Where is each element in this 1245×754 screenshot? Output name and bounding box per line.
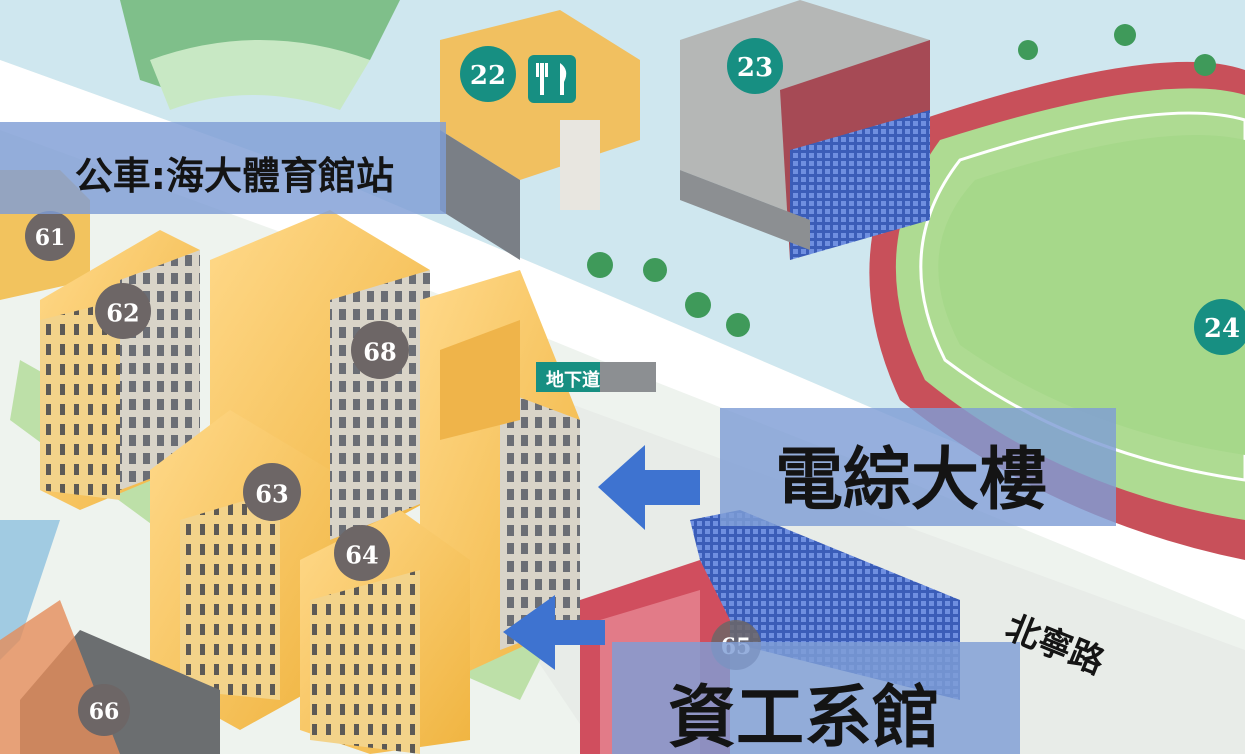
svg-text:62: 62: [106, 299, 139, 328]
svg-text:61: 61: [35, 225, 66, 251]
ee-building-label-box: [720, 408, 1116, 526]
marker-66[interactable]: 66: [78, 684, 130, 736]
marker-64[interactable]: 64: [334, 525, 390, 581]
svg-text:24: 24: [1204, 314, 1240, 344]
arrow-icon: [598, 445, 700, 530]
cs-building-label: 資工系館: [668, 679, 941, 754]
underpass-label: 地下道: [546, 370, 600, 391]
arrow-icon: [503, 595, 605, 670]
trees: [587, 24, 1216, 337]
left-overlay: [0, 520, 60, 660]
svg-text:68: 68: [363, 338, 396, 367]
bus-stop-label-box: [0, 122, 446, 214]
svg-text:64: 64: [345, 541, 378, 570]
marker-62[interactable]: 62: [95, 283, 151, 339]
stadium-stand: [150, 40, 370, 110]
marker-63[interactable]: 63: [243, 463, 301, 521]
bus-stop-label: 公車:海大體育館站: [74, 154, 394, 198]
svg-text:23: 23: [737, 53, 773, 83]
cs-building-label-box: [612, 642, 1020, 754]
svg-text:22: 22: [470, 61, 506, 91]
svg-text:66: 66: [89, 699, 120, 725]
football-field: [938, 135, 1245, 455]
marker-68[interactable]: 68: [351, 321, 409, 379]
marker-24[interactable]: 24: [1194, 299, 1245, 355]
ee-building-label: 電綜大樓: [775, 441, 1048, 520]
marker-23[interactable]: 23: [727, 38, 783, 94]
marker-22[interactable]: 22: [460, 46, 516, 102]
fork-knife-icon: [528, 55, 576, 103]
svg-text:63: 63: [255, 480, 288, 509]
marker-61[interactable]: 61: [25, 211, 75, 261]
